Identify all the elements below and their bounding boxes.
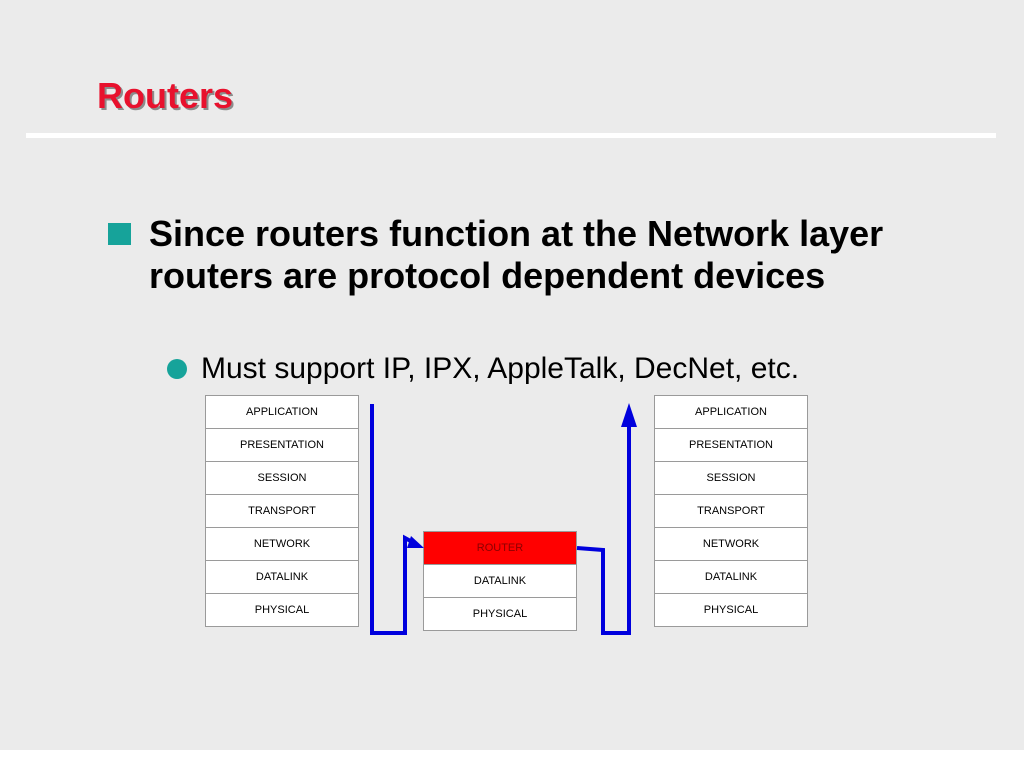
left-host-stack: APPLICATION PRESENTATION SESSION TRANSPO… — [205, 395, 359, 627]
left-layer-datalink: DATALINK — [205, 560, 359, 594]
right-layer-application: APPLICATION — [654, 395, 808, 429]
bullet-level-2-text: Must support IP, IPX, AppleTalk, DecNet,… — [201, 352, 800, 385]
up-arrow-icon — [621, 403, 637, 427]
left-layer-transport: TRANSPORT — [205, 494, 359, 528]
title-divider — [26, 133, 996, 138]
left-layer-network: NETWORK — [205, 527, 359, 561]
square-bullet-icon — [108, 223, 131, 245]
bottom-band — [0, 750, 1024, 768]
right-layer-datalink: DATALINK — [654, 560, 808, 594]
left-layer-presentation: PRESENTATION — [205, 428, 359, 462]
router-layer-physical: PHYSICAL — [423, 597, 577, 631]
router-stack: ROUTER DATALINK PHYSICAL — [423, 531, 577, 631]
right-layer-presentation: PRESENTATION — [654, 428, 808, 462]
left-layer-session: SESSION — [205, 461, 359, 495]
left-layer-application: APPLICATION — [205, 395, 359, 429]
bullet-level-1-text: Since routers function at the Network la… — [149, 213, 884, 296]
right-layer-physical: PHYSICAL — [654, 593, 808, 627]
left-layer-physical: PHYSICAL — [205, 593, 359, 627]
right-layer-transport: TRANSPORT — [654, 494, 808, 528]
router-layer-router: ROUTER — [423, 531, 577, 565]
round-bullet-icon — [167, 359, 187, 379]
right-layer-session: SESSION — [654, 461, 808, 495]
slide-title: Routers — [97, 75, 234, 116]
right-host-stack: APPLICATION PRESENTATION SESSION TRANSPO… — [654, 395, 808, 627]
router-layer-datalink: DATALINK — [423, 564, 577, 598]
right-layer-network: NETWORK — [654, 527, 808, 561]
